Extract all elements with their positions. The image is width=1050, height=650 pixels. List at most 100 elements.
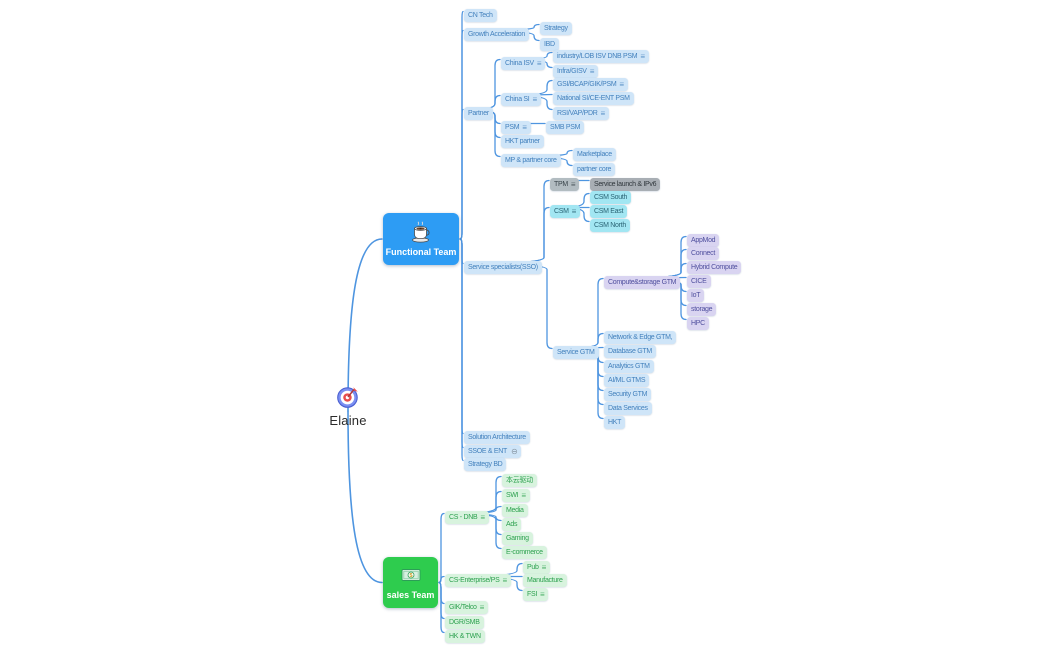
topic-cs-ent[interactable]: CS-Enterprise/PS≡	[445, 574, 511, 588]
topic-infra[interactable]: Infra/GISV≡	[553, 65, 599, 79]
notes-icon[interactable]: ≡	[536, 58, 542, 68]
topic-dnb-cn[interactable]: 本云驱动	[502, 474, 537, 488]
topic-cn-tech[interactable]: CN Tech	[464, 9, 497, 23]
notes-icon[interactable]: ≡	[589, 66, 595, 76]
coffee-icon	[412, 221, 430, 243]
topic-label: CSM East	[594, 207, 624, 215]
topic-dgr[interactable]: DGR/SMB	[445, 616, 484, 630]
notes-icon[interactable]: ≡	[522, 122, 527, 132]
topic-solution[interactable]: Solution Architecture	[464, 431, 530, 445]
topic-label: RSI/VAP/PDR	[557, 109, 598, 117]
topic-smb-psm[interactable]: SMB PSM	[546, 121, 585, 135]
topic-security[interactable]: Security GTM	[604, 388, 652, 402]
notes-icon[interactable]: ≡	[479, 602, 485, 612]
topic-label: China ISV	[505, 59, 534, 67]
topic-hpc[interactable]: HPC	[687, 317, 709, 331]
topic-cs-dnb[interactable]: CS - DNB≡	[445, 511, 489, 525]
topic-label: Partner	[468, 109, 489, 117]
topic-aiml[interactable]: AI/ML GTMS	[604, 374, 650, 388]
topic-cice[interactable]: CICE	[687, 275, 711, 289]
topic-label: CSM South	[594, 193, 628, 201]
topic-label: Infra/GISV	[557, 67, 587, 75]
topic-gaming[interactable]: Gaming	[502, 532, 533, 546]
topic-label: Gaming	[506, 534, 529, 542]
topic-sales[interactable]: $ sales Team	[383, 557, 438, 608]
notes-icon[interactable]: ≡	[502, 575, 507, 585]
topic-china-isv[interactable]: China ISV≡	[501, 57, 546, 71]
topic-label: Database GTM	[608, 347, 652, 355]
topic-label: Strategy	[544, 24, 568, 32]
topic-label: China SI	[505, 95, 530, 103]
notes-icon[interactable]: ≡	[480, 512, 485, 522]
topic-mp-core[interactable]: MP & partner core	[501, 154, 561, 168]
topic-functional[interactable]: Functional Team	[383, 213, 459, 265]
topic-pub[interactable]: Pub≡	[523, 561, 550, 575]
topic-manufacture[interactable]: Manufacture	[523, 574, 567, 588]
topic-hkt-partner[interactable]: HKT partner	[501, 135, 544, 149]
topic-media[interactable]: Media	[502, 504, 528, 518]
notes-icon[interactable]: ≡	[619, 79, 624, 89]
topic-iot[interactable]: IoT	[687, 289, 705, 303]
topic-ecommerce[interactable]: E-commerce	[502, 546, 547, 560]
topic-swi[interactable]: SWI≡	[502, 489, 530, 503]
notes-icon[interactable]: ≡	[521, 490, 526, 500]
topic-storage[interactable]: storage	[687, 303, 717, 317]
topic-marketplace[interactable]: Marketplace	[573, 148, 616, 162]
topic-appmod[interactable]: AppMod	[687, 234, 720, 248]
topic-fsi[interactable]: FSI≡	[523, 588, 549, 602]
notes-icon[interactable]: ≡	[541, 562, 547, 572]
topic-connect[interactable]: Connect	[687, 247, 719, 261]
notes-icon[interactable]: ≡	[571, 206, 577, 216]
topic-analytics[interactable]: Analytics GTM	[604, 360, 654, 374]
topic-label: SSOE & ENT	[468, 447, 508, 455]
notes-icon[interactable]: ≡	[540, 589, 545, 599]
topic-label: 本云驱动	[506, 476, 533, 484]
topic-label: Pub	[527, 563, 539, 571]
topic-label: SMB PSM	[550, 123, 581, 131]
topic-ind-lob[interactable]: industry/LOB ISV DNB PSM≡	[553, 50, 649, 64]
topic-label: Manufacture	[527, 576, 563, 584]
topic-psm[interactable]: PSM≡	[501, 121, 531, 135]
topic-gsi[interactable]: GSI/BCAP/GIK/PSM≡	[553, 78, 628, 92]
topic-strategy-bd[interactable]: Strategy BD	[464, 458, 507, 472]
topic-csm-north[interactable]: CSM North	[590, 219, 630, 233]
topic-label: HKT partner	[505, 137, 540, 145]
notes-icon[interactable]: ≡	[640, 51, 645, 61]
topic-tpm[interactable]: TPM≡	[550, 178, 580, 192]
topic-csm[interactable]: CSM≡	[550, 205, 581, 219]
topic-label: sales Team	[386, 590, 435, 601]
topic-database[interactable]: Database GTM	[604, 345, 656, 359]
topic-dataservices[interactable]: Data Services	[604, 402, 652, 416]
notes-icon[interactable]: ≡	[600, 108, 606, 118]
topic-ssoe[interactable]: SSOE & ENT⊖	[464, 445, 522, 459]
topic-ads[interactable]: Ads	[502, 518, 522, 532]
topic-compute[interactable]: Compute&storage GTM	[604, 276, 681, 290]
topic-csm-east[interactable]: CSM East	[590, 205, 628, 219]
topic-strategy[interactable]: Strategy	[540, 22, 572, 36]
topic-rsi[interactable]: RSI/VAP/PDR≡	[553, 107, 609, 121]
topic-hybrid[interactable]: Hybrid Compute	[687, 261, 742, 275]
notes-icon[interactable]: ≡	[532, 94, 537, 104]
topic-growth[interactable]: Growth Acceleration	[464, 28, 529, 42]
topic-hk-twn[interactable]: HK & TWN	[445, 630, 485, 644]
topic-hkt[interactable]: HKT	[604, 416, 626, 430]
topic-sso[interactable]: Service specialists(SSO)	[464, 261, 542, 275]
topic-label: Ads	[506, 520, 518, 528]
topic-label: Media	[506, 506, 524, 514]
money-icon: $	[401, 569, 420, 582]
topic-china-si[interactable]: China SI≡	[501, 93, 541, 107]
topic-label: Network & Edge GTM,	[608, 333, 673, 341]
topic-gik[interactable]: GIK/Telco≡	[445, 601, 489, 615]
topic-label: TPM	[554, 180, 568, 188]
topic-partner-core[interactable]: partner core	[573, 163, 616, 177]
topic-service-gtm[interactable]: Service GTM	[553, 346, 599, 360]
root-topic[interactable]: Elaine	[319, 384, 377, 428]
topic-national[interactable]: National SI/CE-ENT PSM	[553, 92, 634, 106]
topic-partner[interactable]: Partner	[464, 107, 493, 121]
topic-csm-south[interactable]: CSM South	[590, 191, 632, 205]
notes-icon[interactable]: ≡	[570, 179, 576, 189]
topic-network[interactable]: Network & Edge GTM,	[604, 331, 677, 345]
topic-ibd[interactable]: IBD	[540, 38, 559, 52]
topic-launch[interactable]: Service launch & IPv6	[590, 178, 661, 192]
